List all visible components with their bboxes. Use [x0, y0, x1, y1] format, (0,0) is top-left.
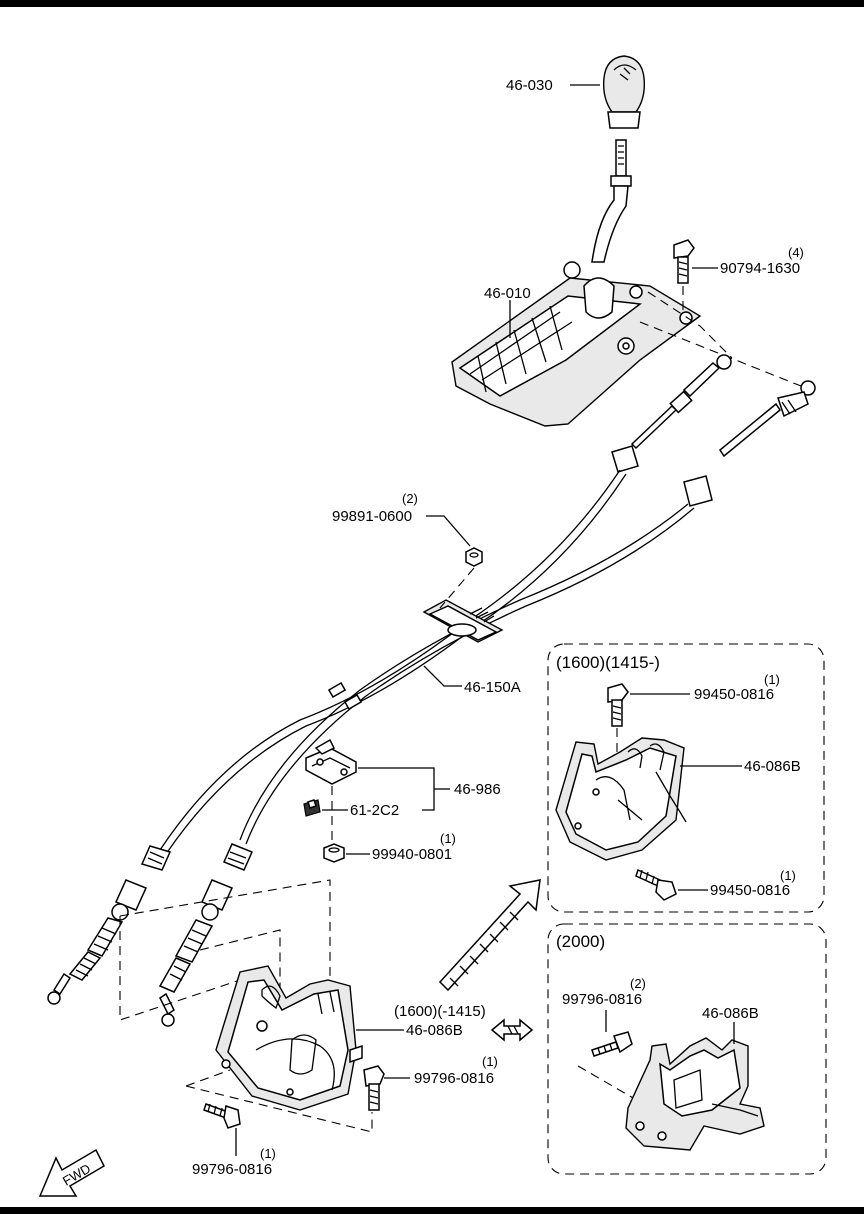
- top-border-bar: [0, 0, 864, 7]
- shift-rod-illustration: [591, 139, 632, 263]
- label-inset-1600-bolt-bottom-qty: (1): [780, 868, 796, 883]
- inset-2000-bracket-illustration: [625, 1037, 765, 1151]
- shift-lever-housing-illustration: [451, 261, 702, 427]
- inset-2000-frame: [547, 923, 827, 1175]
- label-main-bracket-variant: (1600)(-1415): [394, 1003, 486, 1020]
- cable-end-dashline-1: [647, 291, 733, 359]
- bracket-bolt-dashline: [185, 1069, 373, 1133]
- label-inset-1600-bracket: 46-086B: [744, 758, 801, 775]
- inset-1600-bolt-top-illustration: [607, 683, 629, 727]
- bracket-bolt-right-illustration: [363, 1065, 385, 1111]
- label-bracket-bolt-right: 99796-0816: [414, 1070, 494, 1087]
- bottom-border-bar: [0, 1207, 864, 1214]
- label-shift-lever: 46-010: [484, 285, 531, 302]
- label-inset-1600-bolt-top-qty: (1): [764, 672, 780, 687]
- label-inset-2000-bolt-qty: (2): [630, 976, 646, 991]
- label-lever-bolt: 90794-1630: [720, 260, 800, 277]
- label-inset-1600-bolt-bottom: 99450-0816: [710, 882, 790, 899]
- inset-2000-bolt-dashline: [577, 1065, 641, 1103]
- bracket-nut-illustration: [323, 843, 345, 863]
- bracket-dashed-frame: [119, 879, 331, 1021]
- inset-2000-title: (2000): [556, 932, 605, 951]
- inset-1600-frame: [547, 643, 825, 913]
- label-bracket-bolt-left-qty: (1): [260, 1146, 276, 1161]
- label-cable-nut-qty: (2): [402, 491, 418, 506]
- interchange-arrow-diagonal: [438, 879, 541, 992]
- label-inset-2000-bracket: 46-086B: [702, 1005, 759, 1022]
- label-cable-assembly: 46-150A: [464, 679, 521, 696]
- label-main-bracket: 46-086B: [406, 1022, 463, 1039]
- cable-nut-illustration: [465, 547, 483, 567]
- label-inset-2000-bolt: 99796-0816: [562, 991, 642, 1008]
- fwd-arrow-icon: FWD: [38, 1148, 105, 1197]
- bracket-bolt-left-illustration: [203, 1103, 241, 1129]
- label-lever-bolt-qty: (4): [788, 245, 804, 260]
- interchange-arrow-horizontal: [490, 1018, 534, 1042]
- label-clip-assembly: 46-986: [454, 781, 501, 798]
- cable-assembly-illustration: [47, 354, 816, 1027]
- label-bracket-nut-qty: (1): [440, 831, 456, 846]
- clip-assembly-illustration: [305, 738, 357, 785]
- label-clip-pin: 61-2C2: [350, 802, 399, 819]
- cable-nut-dashline: [439, 567, 475, 609]
- inset-1600-bolt-bottom-illustration: [635, 868, 677, 901]
- label-inset-1600-bolt-top: 99450-0816: [694, 686, 774, 703]
- leader-cable-assembly: [423, 665, 462, 687]
- label-bracket-bolt-left: 99796-0816: [192, 1161, 272, 1178]
- inset-1600-bracket-illustration: [555, 737, 687, 861]
- leader-cable-nut: [426, 515, 471, 547]
- inset-2000-bolt-illustration: [591, 1031, 633, 1057]
- label-bracket-bolt-right-qty: (1): [482, 1054, 498, 1069]
- inset-1600-title: (1600)(1415-): [556, 653, 660, 672]
- lever-bolt-illustration: [673, 239, 695, 284]
- label-bracket-nut: 99940-0801: [372, 846, 452, 863]
- label-shift-knob: 46-030: [506, 77, 553, 94]
- clip-pin-illustration: [303, 799, 321, 817]
- label-cable-nut: 99891-0600: [332, 508, 412, 525]
- shift-knob-illustration: [602, 55, 646, 129]
- main-bracket-illustration: [215, 965, 363, 1111]
